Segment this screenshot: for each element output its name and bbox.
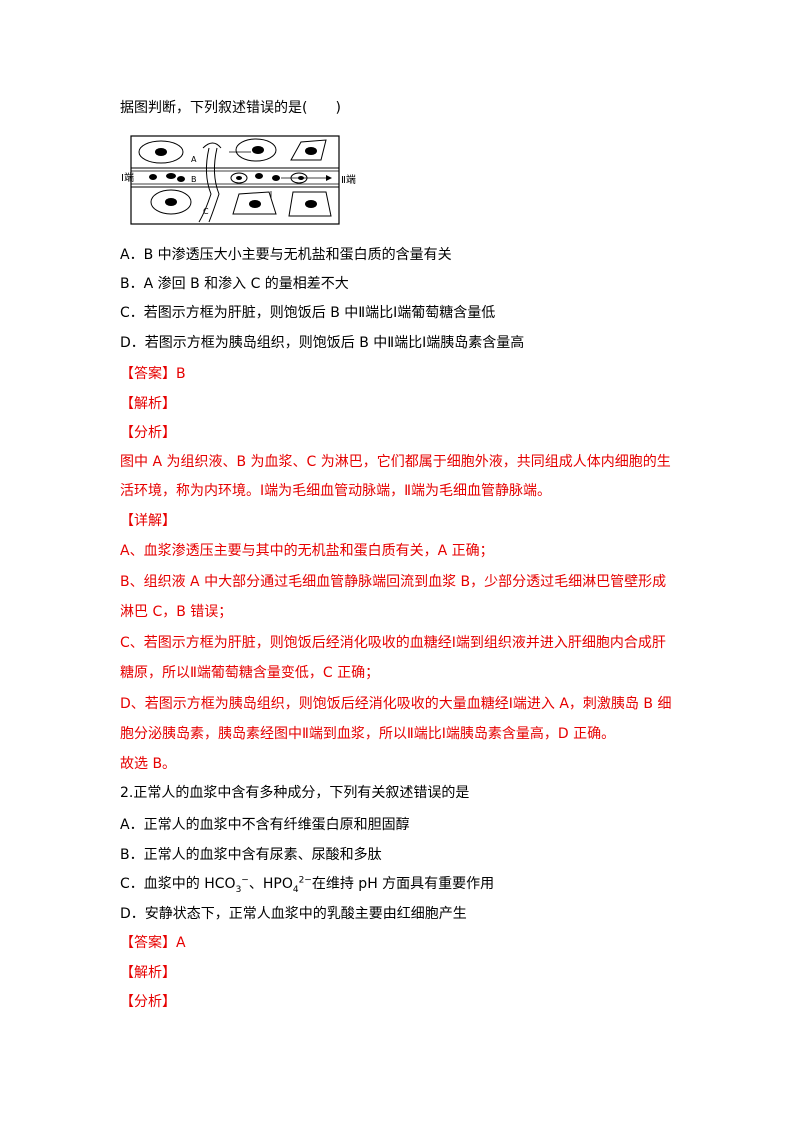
label-c: C <box>203 207 209 216</box>
q2-option-c-sub-4: 4 <box>292 884 299 895</box>
blood-cell <box>177 176 185 182</box>
cell-nucleus <box>305 200 317 208</box>
tissue-cell <box>232 191 277 215</box>
lymph-vessel <box>198 147 212 223</box>
q2-option-c-mid: 、HPO <box>248 876 293 892</box>
tissue-cell <box>150 189 192 215</box>
q2-jiexi-heading: 【解析】 <box>120 965 176 981</box>
label-a: A <box>191 155 197 164</box>
question-1-stem: 据图判断，下列叙述错误的是( ) <box>120 100 341 116</box>
blood-cell-core <box>236 176 242 180</box>
q1-answer: 【答案】B <box>120 366 186 382</box>
q2-option-c-sup-minus: − <box>241 875 249 886</box>
lymph-vessel-end <box>202 142 222 149</box>
q1-detail-c-2: 糖原，所以Ⅱ端葡萄糖含量变低，C 正确； <box>120 665 380 681</box>
q2-option-a: A．正常人的血浆中不含有纤维蛋白原和胆固醇 <box>120 817 410 833</box>
q2-option-c-sub-3: 3 <box>235 884 242 895</box>
q1-option-d: D．若图示方框为胰岛组织，则饱饭后 B 中Ⅱ端比Ⅰ端胰岛素含量高 <box>120 335 525 351</box>
cell-nucleus <box>249 200 261 208</box>
label-end-2: Ⅱ端 <box>341 173 356 186</box>
blood-cell <box>166 173 176 179</box>
q2-option-c: C．血浆中的 HCO3−、HPO42−在维持 pH 方面具有重要作用 <box>120 874 494 894</box>
lymph-vessel <box>208 147 220 223</box>
q1-detail-a: A、血浆渗透压主要与其中的无机盐和蛋白质有关，A 正确； <box>120 543 494 559</box>
q1-detail-b-1: B、组织液 A 中大部分通过毛细血管静脉端回流到血浆 B，少部分透过毛细淋巴管壁… <box>120 574 667 590</box>
q1-xiangjie-heading: 【详解】 <box>120 513 176 529</box>
q1-option-c: C．若图示方框为肝脏，则饱饭后 B 中Ⅱ端比Ⅰ端葡萄糖含量低 <box>120 305 496 321</box>
q2-option-c-pre: C．血浆中的 HCO <box>120 876 236 892</box>
q2-answer: 【答案】A <box>120 935 186 951</box>
q2-fenxi-heading: 【分析】 <box>120 994 176 1010</box>
q1-detail-c-1: C、若图示方框为肝脏，则饱饭后经消化吸收的血糖经Ⅰ端到组织液并进入肝细胞内合成肝 <box>120 635 666 651</box>
blood-cell <box>255 173 263 179</box>
tissue-cell <box>290 139 327 161</box>
label-b: B <box>191 175 197 184</box>
q1-conclusion: 故选 B。 <box>120 756 177 772</box>
tissue-cell <box>288 191 332 217</box>
label-end-1: Ⅰ端 <box>121 171 134 184</box>
q2-option-c-sup-2minus: 2− <box>298 875 312 886</box>
q2-option-c-post: 在维持 pH 方面具有重要作用 <box>311 876 495 892</box>
question-2-stem: 2.正常人的血浆中含有多种成分，下列有关叙述错误的是 <box>120 785 470 801</box>
q2-option-b: B．正常人的血浆中含有尿素、尿酸和多肽 <box>120 847 382 863</box>
blood-cell <box>272 175 280 181</box>
cell-nucleus <box>252 146 264 154</box>
q1-detail-b-2: 淋巴 C，B 错误； <box>120 604 233 620</box>
cell-nucleus <box>305 147 317 155</box>
q1-option-b: B．A 渗回 B 和渗入 C 的量相差不大 <box>120 276 349 292</box>
flow-arrowhead <box>326 175 332 181</box>
cell-nucleus <box>155 148 167 156</box>
q1-fenxi-text-1: 图中 A 为组织液、B 为血浆、C 为淋巴，它们都属于细胞外液，共同组成人体内细… <box>120 454 671 470</box>
blood-cell <box>149 174 157 180</box>
q1-fenxi-text-2: 活环境，称为内环境。Ⅰ端为毛细血管动脉端，Ⅱ端为毛细血管静脉端。 <box>120 483 552 499</box>
q1-jiexi-heading: 【解析】 <box>120 396 176 412</box>
capillary-diagram: Ⅰ端 Ⅱ端 A B C <box>121 134 361 228</box>
cell-nucleus <box>165 198 177 206</box>
capillary-diagram-svg: Ⅰ端 Ⅱ端 A B C <box>121 135 356 225</box>
q1-option-a: A．B 中渗透压大小主要与无机盐和蛋白质的含量有关 <box>120 247 452 263</box>
blood-cell <box>230 172 248 184</box>
tissue-frame <box>130 135 340 225</box>
tissue-cell <box>235 138 277 162</box>
q2-option-d: D．安静状态下，正常人血浆中的乳酸主要由红细胞产生 <box>120 906 467 922</box>
tissue-cell <box>138 140 184 164</box>
q1-detail-d-1: D、若图示方框为胰岛组织，则饱饭后经消化吸收的大量血糖经Ⅰ端进入 A，刺激胰岛 … <box>120 696 672 712</box>
q1-detail-d-2: 胞分泌胰岛素，胰岛素经图中Ⅱ端到血浆，所以Ⅱ端比Ⅰ端胰岛素含量高，D 正确。 <box>120 726 616 742</box>
q1-fenxi-heading: 【分析】 <box>120 425 176 441</box>
